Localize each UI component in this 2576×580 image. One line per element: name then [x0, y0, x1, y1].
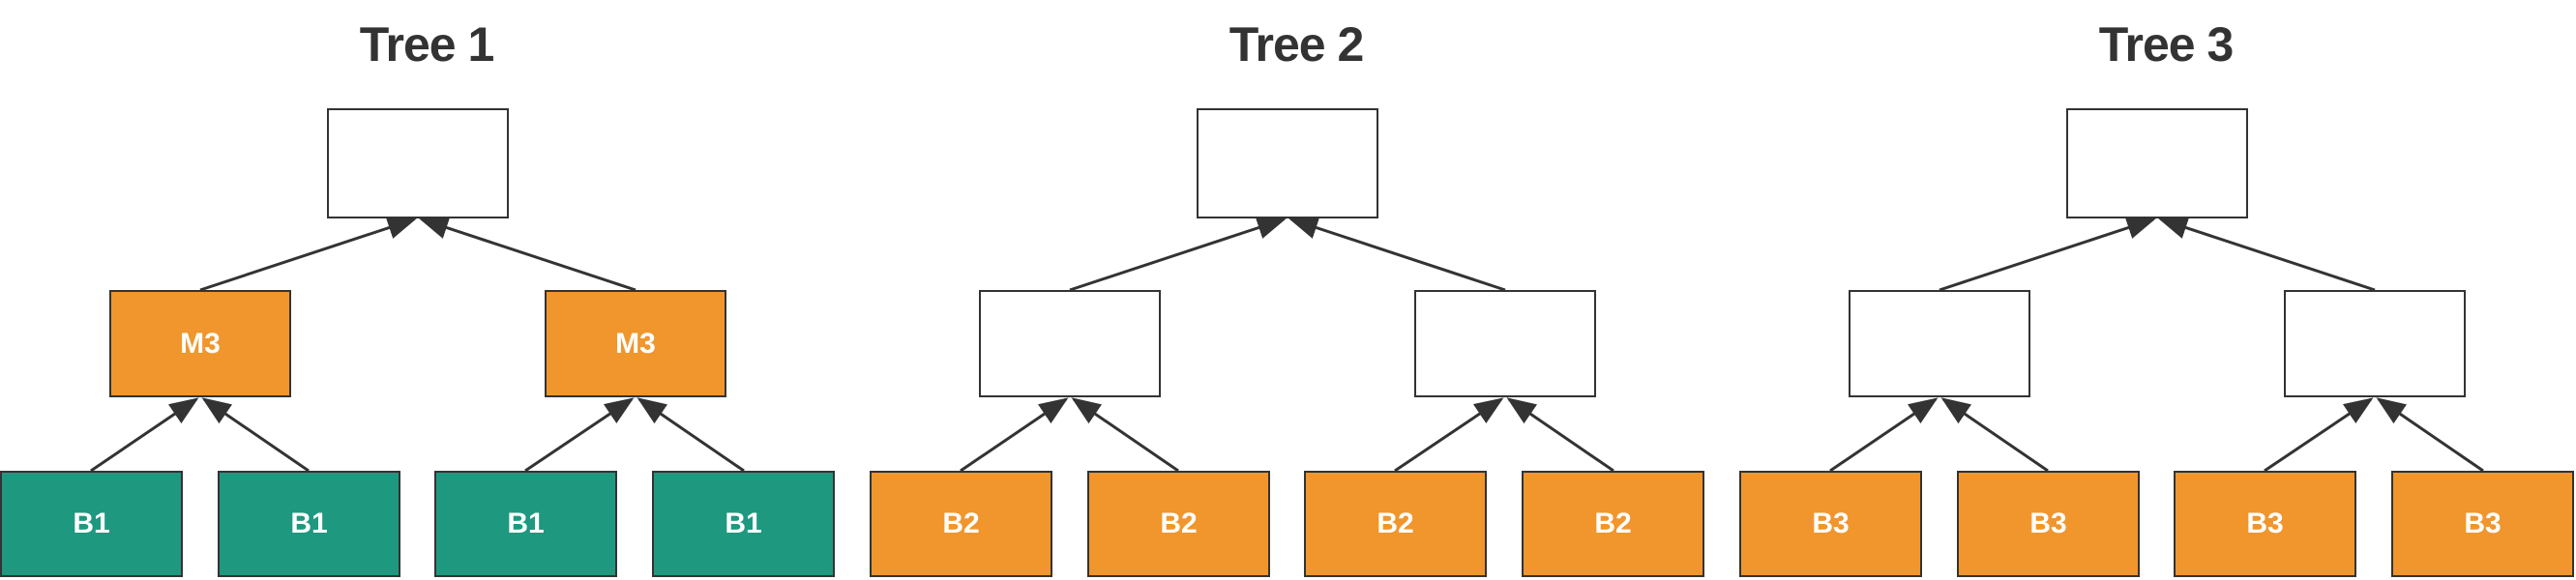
tree-2-middle-node-1 — [979, 290, 1161, 397]
tree-3-middle-node-1 — [1849, 290, 2030, 397]
tree-1-root-node — [327, 108, 509, 218]
arrow-line — [637, 397, 745, 473]
arrow-line — [1940, 397, 2049, 473]
tree-3-middle-node-2 — [2284, 290, 2466, 397]
arrow-line — [1829, 397, 1939, 473]
tree-2-middle-node-2 — [1414, 290, 1596, 397]
tree-1: Tree 1 M3 M3 B1 B1 B1 B1 — [0, 0, 853, 580]
arrow-line — [201, 397, 310, 473]
tree-3-leaf-node-1-label: B3 — [1812, 508, 1850, 539]
arrow-line — [90, 397, 199, 473]
tree-2-leaf-node-4-label: B2 — [1594, 508, 1632, 539]
tree-1-leaf-node-2: B1 — [218, 471, 400, 577]
tree-1-leaf-node-4: B1 — [652, 471, 835, 577]
tree-2-leaf-node-3: B2 — [1304, 471, 1487, 577]
tree-1-middle-node-1: M3 — [109, 290, 291, 397]
tree-2-root-node — [1197, 108, 1378, 218]
tree-2-leaf-node-2-label: B2 — [1160, 508, 1198, 539]
arrow-line — [1394, 397, 1504, 473]
tree-1-middle-node-2-label: M3 — [615, 327, 656, 360]
tree-2-leaf-node-3-label: B2 — [1377, 508, 1414, 539]
tree-1-middle-node-2: M3 — [545, 290, 726, 397]
tree-3-leaf-node-3-label: B3 — [2246, 508, 2284, 539]
tree-3-leaf-node-2-label: B3 — [2029, 508, 2067, 539]
tree-3-root-node — [2066, 108, 2248, 218]
tree-1-title: Tree 1 — [359, 17, 495, 72]
arrow-line — [1071, 397, 1179, 473]
arrow-line — [1506, 397, 1614, 473]
tree-1-leaf-node-1-label: B1 — [73, 508, 110, 539]
tree-3: Tree 3 B3 B3 B3 B3 — [1739, 0, 2576, 580]
tree-2-leaf-node-1: B2 — [870, 471, 1052, 577]
arrow-line — [1069, 217, 1287, 292]
arrow-line — [2158, 217, 2376, 292]
arrow-line — [524, 397, 635, 473]
tree-2-leaf-node-2: B2 — [1087, 471, 1270, 577]
tree-1-leaf-node-3: B1 — [434, 471, 617, 577]
tree-3-leaf-node-1: B3 — [1739, 471, 1922, 577]
arrow-line — [1288, 217, 1506, 292]
tree-1-leaf-node-3-label: B1 — [507, 508, 545, 539]
arrow-line — [960, 397, 1069, 473]
arrow-line — [199, 217, 417, 292]
tree-3-leaf-node-4: B3 — [2391, 471, 2574, 577]
tree-3-leaf-node-3: B3 — [2174, 471, 2356, 577]
arrow-line — [1939, 217, 2156, 292]
tree-2-leaf-node-1-label: B2 — [942, 508, 980, 539]
tree-1-leaf-node-4-label: B1 — [725, 508, 762, 539]
arrow-line — [2264, 397, 2374, 473]
tree-1-leaf-node-2-label: B1 — [290, 508, 328, 539]
tree-1-middle-node-1-label: M3 — [180, 327, 221, 360]
tree-2-leaf-node-4: B2 — [1522, 471, 1704, 577]
tree-3-title: Tree 3 — [2098, 17, 2235, 72]
tree-2: Tree 2 B2 B2 B2 B2 — [870, 0, 1723, 580]
tree-3-leaf-node-2: B3 — [1957, 471, 2140, 577]
tree-1-leaf-node-1: B1 — [0, 471, 183, 577]
arrow-line — [2376, 397, 2484, 473]
tree-3-leaf-node-4-label: B3 — [2464, 508, 2502, 539]
arrow-line — [419, 217, 637, 292]
tree-2-title: Tree 2 — [1229, 17, 1365, 72]
